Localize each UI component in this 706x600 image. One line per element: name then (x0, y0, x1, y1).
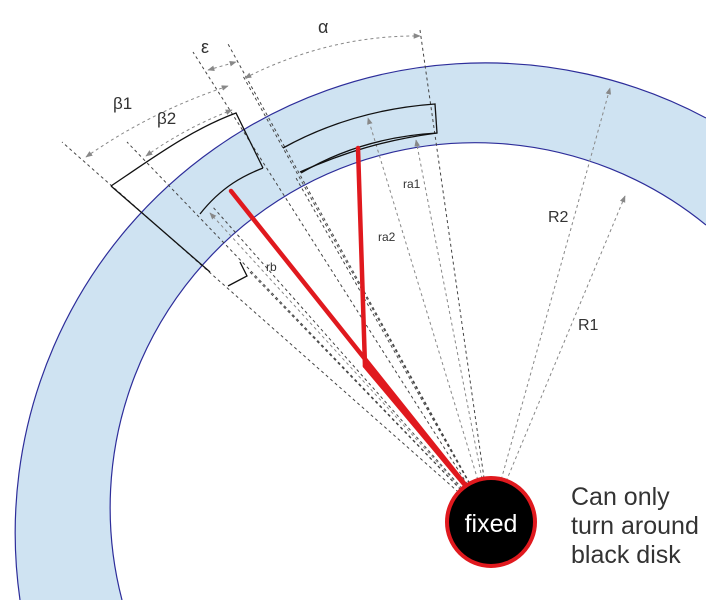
label-beta2: β2 (157, 109, 176, 128)
slot-b-lower (199, 167, 264, 215)
note-line-1: Can only (571, 483, 670, 511)
label-beta1: β1 (113, 94, 132, 113)
outer-ring (15, 62, 706, 600)
arm-a-lower (362, 363, 478, 500)
epsilon-arc (207, 61, 237, 71)
angle-arcs (85, 33, 421, 158)
disk-label: fixed (465, 510, 518, 538)
ring-inner-edge (109, 142, 706, 600)
radius-arrows (209, 87, 626, 521)
note-line-3: black disk (571, 541, 681, 569)
fixed-disk (445, 476, 537, 568)
slot-b-tip (227, 261, 248, 287)
slot-a-inner (299, 132, 438, 173)
slot-b-outline (110, 112, 264, 187)
radius-rb-arrow (209, 212, 491, 521)
label-ra1: ra1 (403, 177, 421, 191)
label-R2: R2 (548, 209, 569, 226)
note-line-2: turn around (571, 512, 699, 540)
slot-outlines (110, 103, 438, 287)
label-rb: rb (266, 260, 277, 274)
label-alpha: α (318, 17, 328, 37)
label-ra2: ra2 (378, 230, 396, 244)
label-epsilon: ε (201, 37, 209, 57)
slot-b-left-edge (110, 185, 211, 273)
radius-R1-arrow (489, 195, 626, 521)
radius-R2-arrow (489, 87, 612, 521)
label-R1: R1 (578, 317, 599, 334)
arm-a-upper (355, 145, 368, 369)
radius-ra2-arrow (367, 117, 491, 521)
radius-ra1-arrow (414, 139, 491, 521)
alpha-arc (244, 33, 421, 79)
slot-a-outline (282, 103, 438, 174)
red-arms (228, 145, 478, 500)
beta2-arc (145, 109, 233, 157)
